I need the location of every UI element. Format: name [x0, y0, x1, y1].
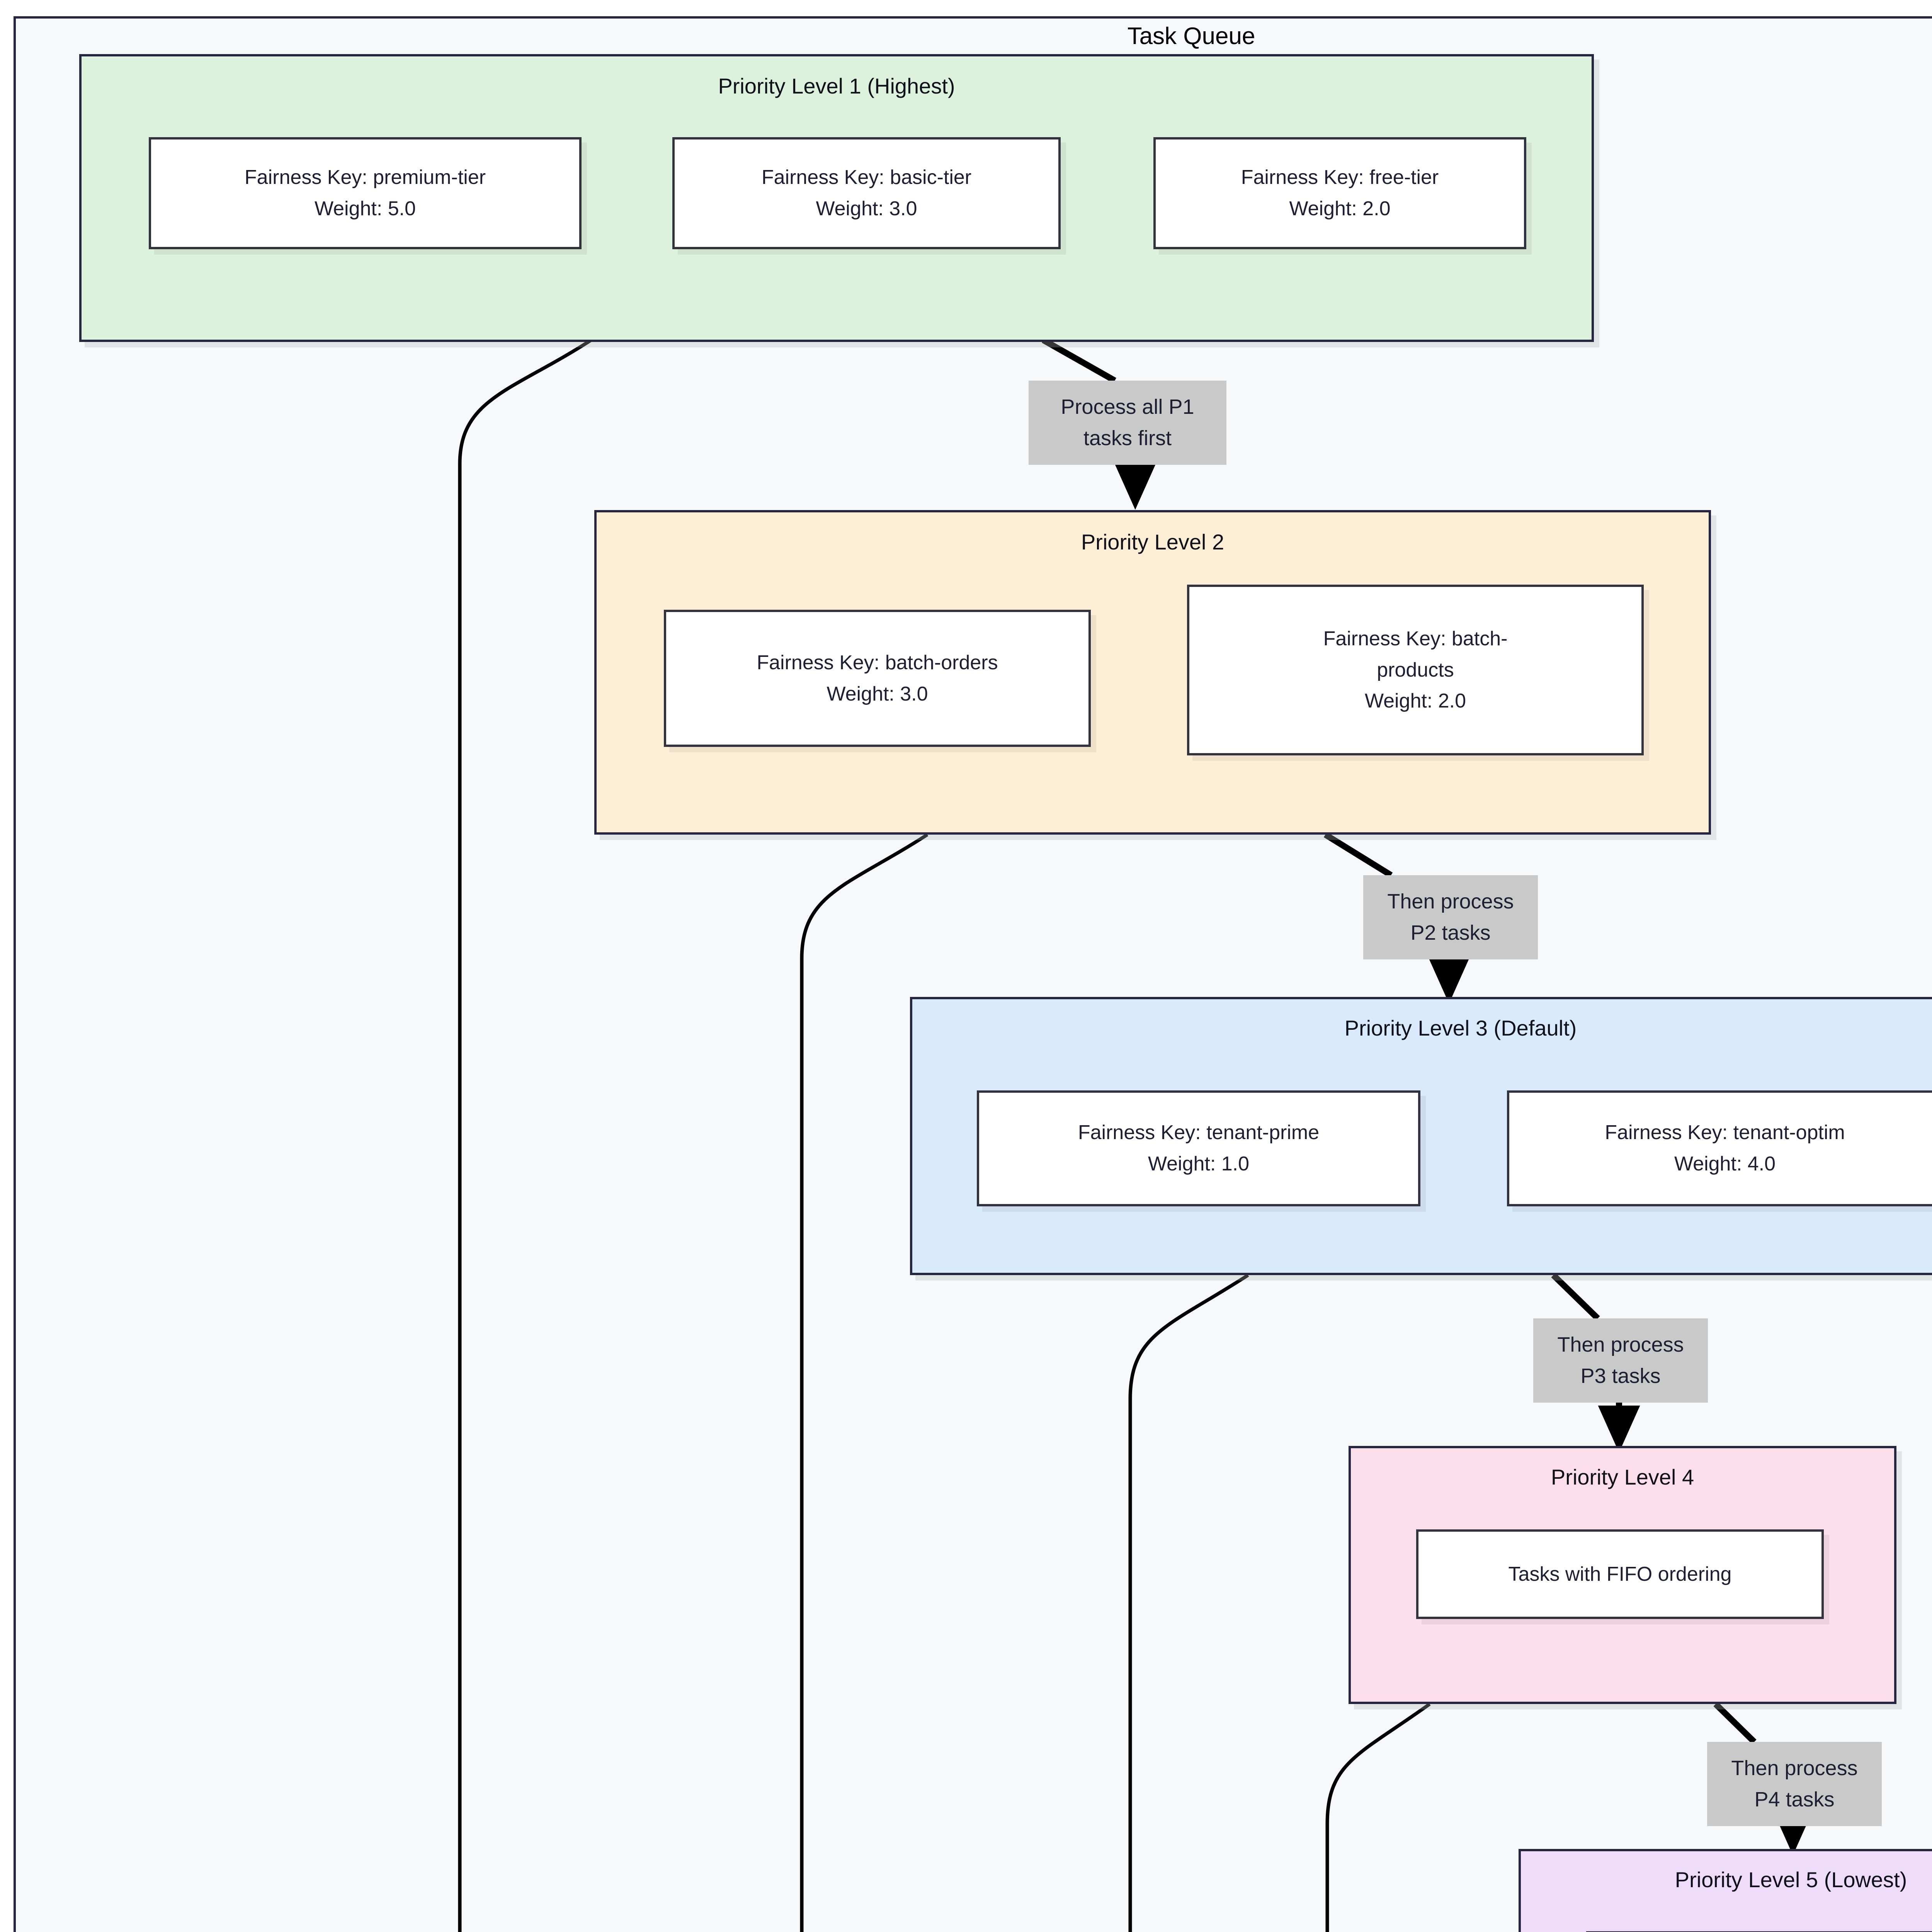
- edge-p4-workers: [1325, 1702, 1431, 1932]
- cluster-priority-4-title: Priority Level 4: [1551, 1465, 1694, 1489]
- edge-label-then-process-p3: Then process P3 tasks: [1533, 1318, 1708, 1403]
- node-line-1: Fairness Key: basic-tier: [761, 166, 972, 189]
- edge-p2-workers: [800, 833, 929, 1932]
- node-line-2: Weight: 1.0: [1148, 1153, 1250, 1175]
- node-line-2: Weight: 5.0: [314, 197, 416, 220]
- node-fairness-batch-orders[interactable]: Fairness Key: batch-orders Weight: 3.0: [664, 610, 1091, 747]
- edge-p1-workers: [458, 338, 592, 1932]
- edge-label-line-2: P2 tasks: [1410, 921, 1491, 944]
- node-line-1: Fairness Key: free-tier: [1241, 166, 1439, 189]
- node-line-2: products: [1377, 658, 1454, 681]
- node-p4-fifo[interactable]: Tasks with FIFO ordering: [1416, 1529, 1824, 1619]
- node-line-1: Fairness Key: tenant-optim: [1605, 1121, 1845, 1144]
- node-line-2: Weight: 3.0: [816, 197, 917, 220]
- edge-label-process-all-p1: Process all P1 tasks first: [1029, 381, 1226, 465]
- node-fairness-premium-tier[interactable]: Fairness Key: premium-tier Weight: 5.0: [149, 137, 582, 249]
- node-line-1: Fairness Key: tenant-prime: [1078, 1121, 1320, 1144]
- edge-label-line-1: Then process: [1557, 1333, 1684, 1356]
- node-fairness-batch-products[interactable]: Fairness Key: batch- products Weight: 2.…: [1187, 585, 1644, 755]
- node-line-2: Weight: 2.0: [1289, 197, 1391, 220]
- edge-p4-p5-top: [1713, 1702, 1757, 1744]
- edge-label-line-1: Then process: [1731, 1757, 1858, 1780]
- edge-p3-p4-top: [1551, 1273, 1600, 1321]
- edge-label-line-2: P3 tasks: [1580, 1364, 1661, 1388]
- edge-label-line-1: Process all P1: [1061, 395, 1194, 418]
- cluster-priority-5-title: Priority Level 5 (Lowest): [1675, 1867, 1907, 1892]
- edge-label-line-2: tasks first: [1083, 427, 1172, 450]
- edge-p1-p2-top: [1042, 337, 1116, 383]
- node-fairness-basic-tier[interactable]: Fairness Key: basic-tier Weight: 3.0: [672, 137, 1061, 249]
- node-line-1: Fairness Key: batch-: [1323, 628, 1508, 650]
- node-line-1: Tasks with FIFO ordering: [1508, 1563, 1732, 1585]
- cluster-priority-1-title: Priority Level 1 (Highest): [718, 74, 955, 98]
- cluster-priority-5[interactable]: [1519, 1849, 1932, 1932]
- node-line-1: Fairness Key: premium-tier: [244, 166, 486, 189]
- edge-label-then-process-p2: Then process P2 tasks: [1363, 875, 1538, 959]
- edge-label-then-process-p4: Then process P4 tasks: [1707, 1742, 1882, 1826]
- edge-label-line-2: P4 tasks: [1754, 1788, 1835, 1811]
- node-fairness-tenant-optim[interactable]: Fairness Key: tenant-optim Weight: 4.0: [1507, 1090, 1932, 1206]
- node-line-2: Weight: 4.0: [1674, 1153, 1776, 1175]
- edge-p3-workers: [1128, 1274, 1249, 1932]
- cluster-priority-3-title: Priority Level 3 (Default): [1344, 1016, 1577, 1040]
- node-fairness-free-tier[interactable]: Fairness Key: free-tier Weight: 2.0: [1153, 137, 1526, 249]
- edge-label-line-1: Then process: [1387, 890, 1514, 913]
- node-line-1: Fairness Key: batch-orders: [757, 651, 998, 674]
- node-line-3: Weight: 2.0: [1364, 690, 1466, 713]
- node-p5-fifo[interactable]: Tasks with FIFO ordering: [1586, 1931, 1932, 1932]
- node-fairness-tenant-prime[interactable]: Fairness Key: tenant-prime Weight: 1.0: [977, 1090, 1420, 1206]
- edge-p2-p3-top: [1323, 832, 1393, 878]
- node-line-2: Weight: 3.0: [827, 682, 928, 705]
- cluster-priority-2-title: Priority Level 2: [1081, 530, 1225, 554]
- cluster-task-queue-title: Task Queue: [1127, 23, 1255, 49]
